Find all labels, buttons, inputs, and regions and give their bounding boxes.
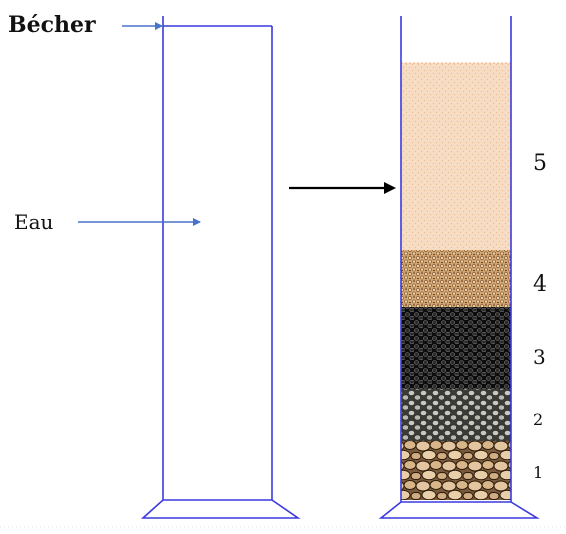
right-beaker	[378, 16, 540, 519]
layer-number-4: 4	[533, 272, 547, 297]
transition-arrow-head	[384, 182, 396, 194]
layer-3-fine-gravel	[401, 307, 511, 389]
layer-number-3: 3	[533, 345, 546, 369]
layer-1-stones	[401, 441, 511, 500]
layer-number-5: 5	[533, 151, 547, 176]
left-beaker	[140, 16, 301, 519]
beaker-label: Bécher	[8, 12, 96, 38]
layer-2-pebbles	[401, 389, 511, 441]
water-label: Eau	[14, 210, 54, 234]
beaker-pointer-arrowhead	[155, 22, 163, 30]
label-pointers	[78, 22, 201, 226]
water-pointer-arrowhead	[193, 218, 201, 226]
left-beaker-base	[140, 499, 301, 519]
layer-4-sand	[401, 250, 511, 307]
layer-5-fine-particles	[401, 63, 511, 250]
transition-arrow	[289, 182, 396, 194]
layer-number-1: 1	[533, 463, 543, 482]
layer-number-2: 2	[533, 410, 543, 429]
right-beaker-base	[378, 501, 540, 519]
